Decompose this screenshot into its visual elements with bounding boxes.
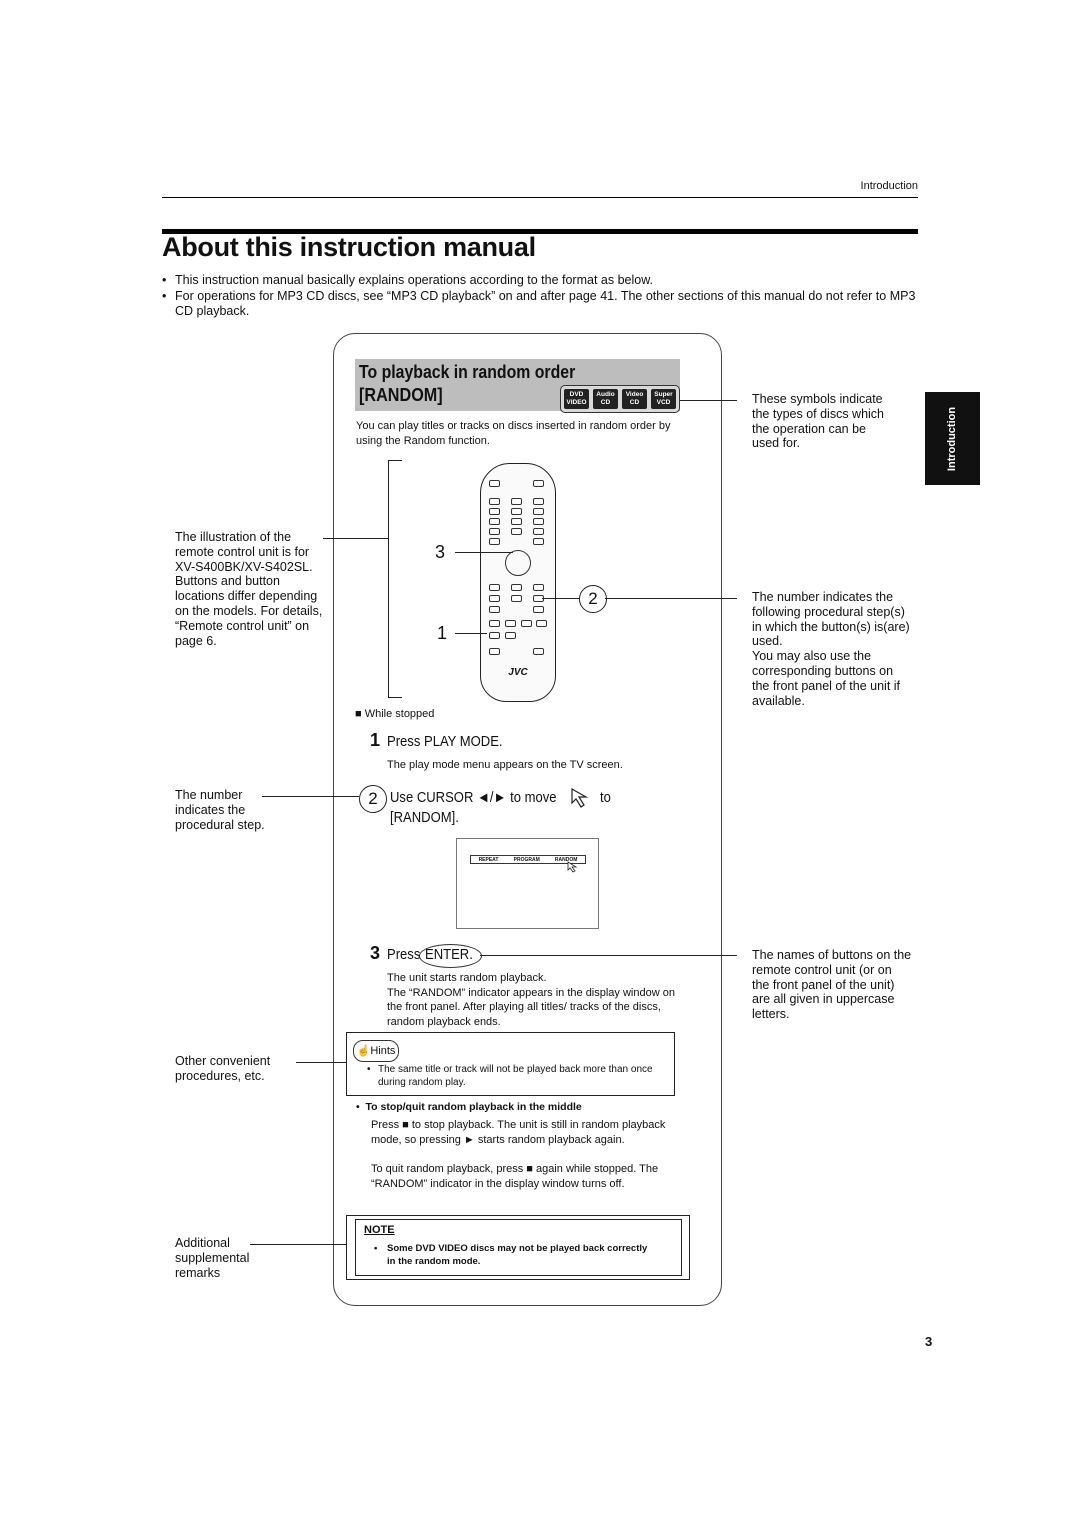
callout-1-line [455,633,487,634]
note-box-inner [355,1219,682,1276]
intro-bullet-2: For operations for MP3 CD discs, see “MP… [162,289,918,320]
step-2-label: Use CURSOR ◄/► to move [390,790,557,806]
play-mode-menu: REPEAT PROGRAM RANDOM [470,855,586,864]
bracket-top [388,460,402,461]
annotation-following-step: The number indicates the following proce… [752,590,912,708]
step-1-label: Press PLAY MODE. [387,734,503,750]
step-1-number: 1 [370,730,381,750]
bracket-line [388,460,389,698]
bracket-bottom [388,697,402,698]
step-3-number: 3 [370,943,381,963]
enter-circle [419,944,482,968]
menu-random: RANDOM [554,856,578,863]
side-tab [925,392,980,485]
menu-repeat: REPEAT [478,856,499,863]
note-text: Some DVD VIDEO discs may not be played b… [387,1243,648,1267]
note-label: NOTE [364,1224,395,1236]
sample-frame [333,333,722,1306]
page-title: About this instruction manual [162,232,536,262]
hand-icon: ☝ [356,1045,371,1057]
step-2-label-to: to [600,790,611,806]
step-3-notes: The unit starts random playback. The “RA… [387,971,677,1029]
title-rule [162,229,918,234]
annotation-remote-line [323,538,388,539]
callout-step-2: 2 [579,585,607,613]
pointer-icon [571,787,589,808]
callout-step-3: 3 [435,542,446,562]
menu-program: PROGRAM [513,856,540,863]
annotation-note: Additional supplemental remarks [175,1236,250,1280]
hints-text-wrap: •The same title or track will not be pla… [367,1064,653,1088]
note-box-outer [346,1215,690,1280]
screen-pointer-icon [567,861,578,873]
hints-box [346,1032,675,1096]
callout-step-1: 1 [437,623,448,643]
annotation-remote-illustration: The illustration of the remote control u… [175,530,323,648]
annotation-symbols-line [680,400,737,401]
while-stopped-label: ■ While stopped [355,708,435,720]
annotation-step-number: The number indicates the procedural step… [175,788,265,832]
hints-badge: ☝Hints [353,1040,399,1062]
note-text-wrap: •Some DVD VIDEO discs may not be played … [374,1243,648,1267]
hints-text: The same title or track will not be play… [378,1064,653,1088]
step-3-note-2: The “RANDOM” indicator appears in the di… [387,986,675,1028]
intro-bullet-1: This instruction manual basically explai… [162,273,918,289]
callout-2-line [542,598,579,599]
annotation-names-line [480,955,737,956]
step-3-label-press: Press [387,947,421,963]
section-heading: To playback in random order [359,362,576,382]
remote-brand-logo: JVC [508,667,528,678]
page-number: 3 [925,1334,933,1349]
annotation-note-line [250,1244,346,1245]
subsection-text-2: To quit random playback, press ■ again w… [371,1163,659,1190]
step-1-note: The play mode menu appears on the TV scr… [387,759,623,771]
annotation-following-step-text: The number indicates the following proce… [752,590,910,649]
annotation-disc-symbols: These symbols indicate the types of disc… [752,392,885,451]
remote-control-illustration: JVC [480,463,556,702]
step-3-note-1: The unit starts random playback. [387,972,547,984]
subsection-bullet: • To stop/quit random playback in the mi… [356,1101,582,1113]
section-description: You can play titles or tracks on discs i… [356,420,671,447]
tv-screen-illustration [456,838,599,929]
header-section-label: Introduction [860,180,918,192]
callout-3-line [455,552,513,553]
subsection-text-1: Press ■ to stop playback. The unit is st… [371,1119,666,1146]
section-subheading: [RANDOM] [359,385,443,405]
intro-list: This instruction manual basically explai… [162,273,918,320]
step-2-label-random: [RANDOM]. [390,810,459,826]
annotation-number-line [605,598,737,599]
header-rule [162,197,918,198]
annotation-button-names: The names of buttons on the remote contr… [752,948,912,1022]
step-2-number: 2 [359,785,387,813]
annotation-hints-line [296,1062,346,1063]
annotation-front-panel-text: You may also use the corresponding butto… [752,649,901,708]
annotation-hints: Other convenient procedures, etc. [175,1054,271,1083]
side-tab-label: Introduction [946,406,959,471]
annotation-step-line [262,796,359,797]
step-3-label-enter: ENTER. [425,947,473,963]
hints-label: Hints [370,1045,396,1057]
subsection-heading: To stop/quit random playback in the midd… [365,1101,582,1113]
